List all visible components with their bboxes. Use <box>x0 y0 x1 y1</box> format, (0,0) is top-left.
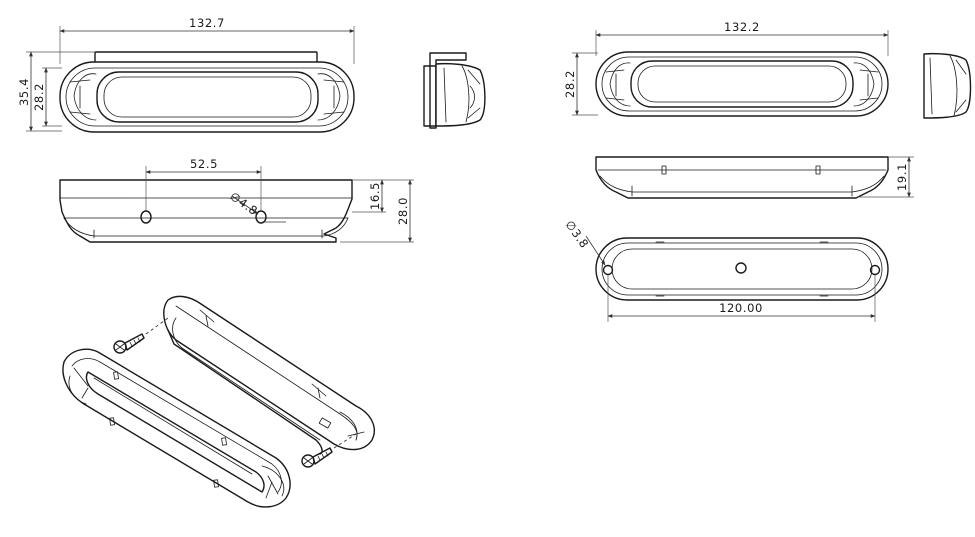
dim-hole-diameter-b-label: ∅3.8 <box>563 218 592 251</box>
dim-height-inner-label: 28.2 <box>32 83 46 111</box>
lamp-front <box>62 348 291 508</box>
dim-side-height-total-label: 28.0 <box>396 197 410 225</box>
mount-hole-b-left <box>602 264 614 276</box>
screw-bottom <box>301 433 357 468</box>
front-view-bracketed: 132.7 35.4 28.2 <box>17 16 355 133</box>
mount-hole-b-right <box>869 264 881 276</box>
side-view-bracketed <box>423 52 486 129</box>
dim-hole-spacing-b-label: 120.00 <box>719 301 763 315</box>
bottom-view-plain: ∅3.8 120.00 <box>563 218 889 322</box>
dim-side-height-short-label: 16.5 <box>368 182 382 210</box>
side-view-plain <box>923 52 972 119</box>
dim-height-outer-label: 35.4 <box>17 78 31 106</box>
top-view-bracketed: 52.5 ∅4.8 16.5 28.0 <box>59 157 414 243</box>
dim-width-b-label: 132.2 <box>724 20 760 34</box>
front-view-plain: 132.2 28.2 <box>563 20 889 117</box>
dim-hole-spacing-label: 52.5 <box>190 157 218 171</box>
top-view-plain: 19.1 <box>595 156 914 199</box>
lamp-back <box>163 295 375 455</box>
dim-height-b-label: 28.2 <box>563 70 577 98</box>
screw-top <box>113 317 169 354</box>
dim-width-label: 132.7 <box>189 16 225 30</box>
dim-side-height-b-label: 19.1 <box>895 163 909 191</box>
isometric-assembly <box>62 295 375 508</box>
center-hole <box>735 262 747 274</box>
